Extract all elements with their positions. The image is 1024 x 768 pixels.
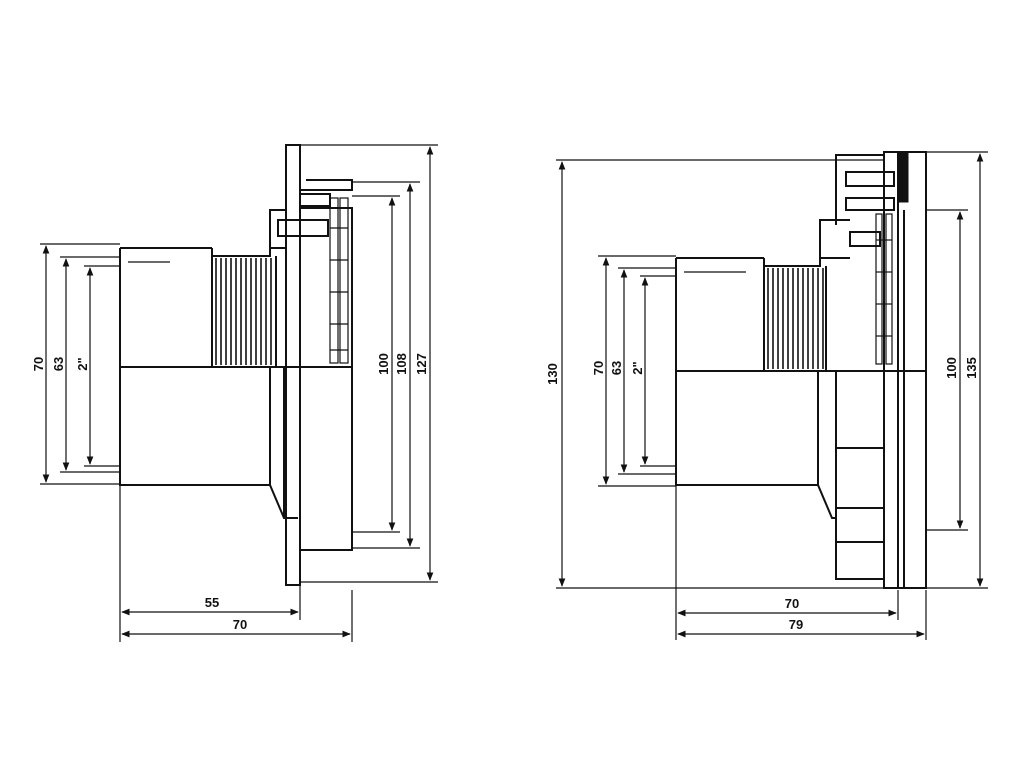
right-fitting-view: 130 70 63 2" 100 135 70 79 [545,151,988,640]
left-dim-127: 127 [414,353,429,375]
left-dimension-lines [42,146,434,638]
right-dim-130: 130 [545,363,560,385]
left-dim-70-bottom: 70 [233,617,247,632]
right-dim-2in: 2" [630,361,645,374]
left-thread-section [215,258,272,365]
left-dim-100: 100 [376,353,391,375]
right-thread-section [767,268,824,369]
left-extension-lines [40,144,438,642]
left-dim-108: 108 [394,353,409,375]
right-dimension-lines [558,153,984,638]
right-dim-63: 63 [609,361,624,375]
right-dim-100: 100 [944,357,959,379]
right-dim-70-bottom: 70 [785,596,799,611]
left-fitting-body [119,144,353,586]
right-dim-79: 79 [789,617,803,632]
right-dim-70: 70 [591,361,606,375]
right-dim-135: 135 [964,357,979,379]
right-extension-lines [556,151,988,640]
left-dim-55: 55 [205,595,219,610]
left-dim-2in: 2" [75,357,90,370]
left-dim-63: 63 [51,357,66,371]
left-dim-70: 70 [31,357,46,371]
left-fitting-view: 70 63 2" 100 108 127 55 70 [31,144,438,642]
right-fitting-body [675,151,927,589]
